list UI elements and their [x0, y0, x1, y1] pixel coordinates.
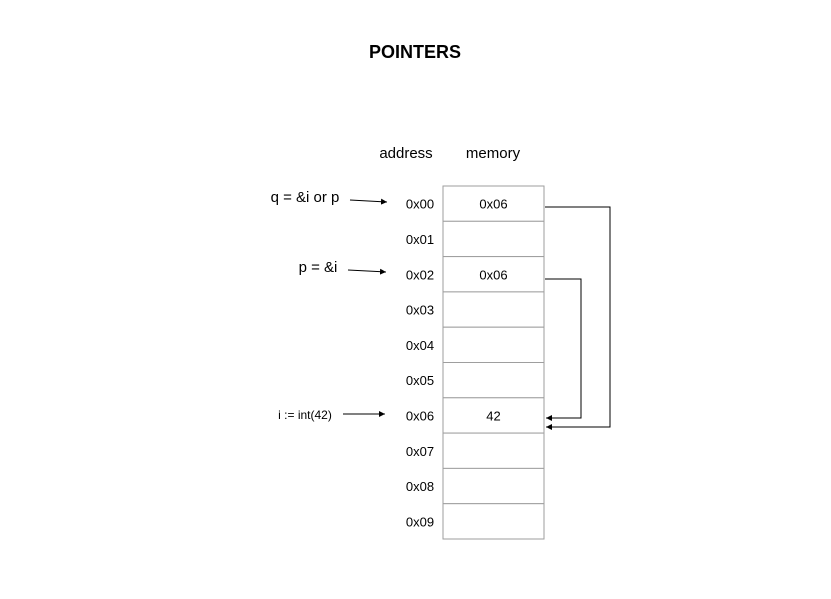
memory-column-header: memory [466, 145, 521, 162]
memory-value: 0x06 [479, 197, 507, 212]
memory-cell [442, 256, 545, 293]
memory-address: 0x07 [406, 444, 434, 459]
memory-address: 0x06 [406, 408, 434, 423]
memory-cell [442, 185, 545, 222]
memory-value: 42 [486, 408, 500, 423]
p-label-arrow [347, 268, 387, 275]
memory-address: 0x03 [406, 303, 434, 318]
address-column-header: address [379, 145, 432, 162]
memory-address: 0x02 [406, 267, 434, 282]
variable-i-label: i := int(42) [278, 408, 332, 422]
memory-cell [442, 291, 545, 328]
pointer-q-label: q = &i or p [271, 189, 340, 206]
memory-address: 0x05 [406, 373, 434, 388]
p-pointer-connector [545, 278, 582, 421]
memory-cell [442, 326, 545, 364]
memory-table: 0x00 0x06 0x01 0x02 0x06 0x03 0x04 0x05 0x06 42 0x… [406, 185, 545, 540]
memory-cell [442, 220, 545, 258]
q-label-arrow [349, 198, 388, 205]
diagram-title: POINTERS [369, 42, 461, 62]
pointer-p-label: p = &i [299, 259, 338, 276]
memory-address: 0x01 [406, 232, 434, 247]
memory-cell [442, 362, 545, 399]
memory-cell [442, 467, 545, 505]
memory-cell [442, 397, 545, 434]
q-pointer-connector [545, 206, 611, 430]
memory-address: 0x04 [406, 338, 434, 353]
memory-cell [442, 503, 545, 540]
memory-address: 0x00 [406, 197, 434, 212]
memory-value: 0x06 [479, 267, 507, 282]
memory-address: 0x09 [406, 514, 434, 529]
memory-address: 0x08 [406, 479, 434, 494]
memory-cell [442, 432, 545, 469]
